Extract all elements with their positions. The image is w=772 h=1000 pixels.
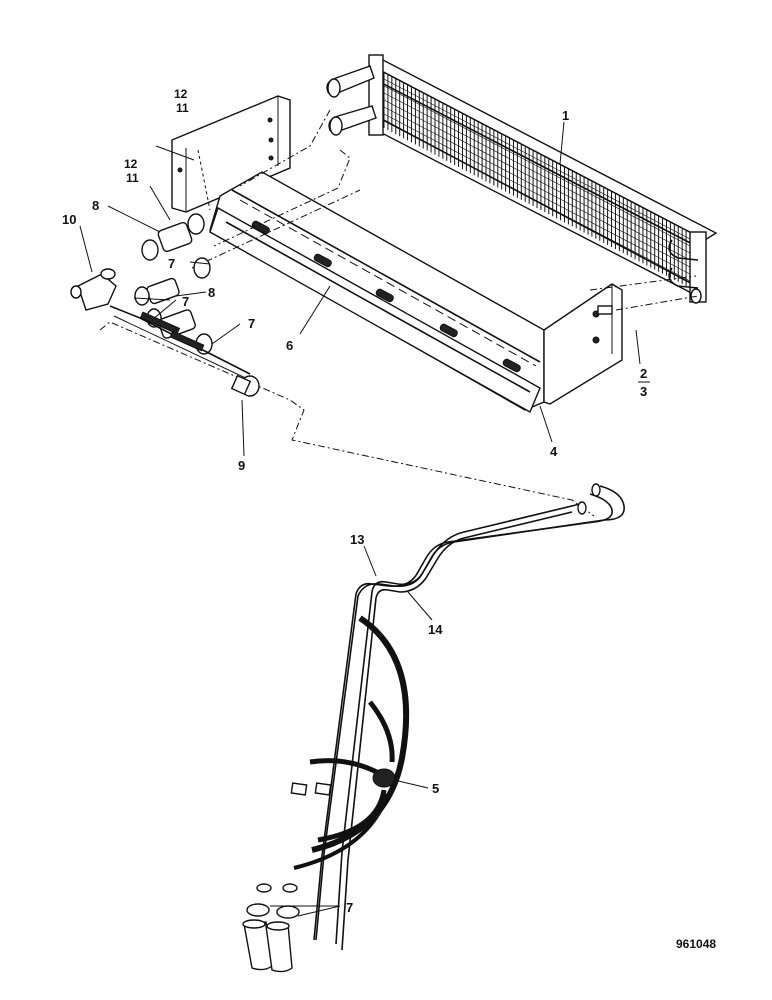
callout-12-lower: 12 [124, 157, 138, 171]
right-bracket [543, 283, 623, 405]
hose-fitting [372, 768, 396, 788]
hose-upper [157, 221, 193, 253]
callout-12-upper: 12 [174, 87, 188, 101]
callout-2: 2 [640, 366, 647, 381]
callout-1: 1 [562, 108, 569, 123]
hose-clip [246, 903, 270, 917]
left-bracket [171, 95, 291, 213]
centre-lines [99, 109, 699, 517]
elbow-fitting [77, 273, 117, 311]
callout-11-lower: 11 [126, 171, 139, 185]
hose-clip [187, 213, 205, 235]
bracket-bolt [597, 305, 613, 315]
callout-9: 9 [238, 458, 245, 473]
callout-4: 4 [550, 444, 558, 459]
cooler-fins [383, 72, 691, 288]
callout-3: 3 [640, 384, 647, 399]
cooler-core [326, 54, 718, 304]
callout-7-middle: 7 [182, 294, 189, 309]
leader-lines [79, 121, 641, 917]
callout-5: 5 [432, 781, 439, 796]
cooler-pipes [256, 483, 625, 951]
hose-lower [158, 309, 196, 339]
callout-11-upper: 11 [176, 101, 189, 115]
callout-7-bottom: 7 [346, 900, 353, 915]
cooler-end-tank-left [368, 54, 384, 136]
flexible-hoses [293, 615, 410, 870]
callout-7-right: 7 [248, 316, 255, 331]
pipe-cap [265, 923, 293, 973]
callout-7-upper: 7 [168, 256, 175, 271]
drawing-number: 961048 [676, 937, 716, 951]
callout-10: 10 [62, 212, 76, 227]
mounting-channel [209, 171, 623, 413]
hose-clip [134, 286, 150, 306]
callout-6: 6 [286, 338, 293, 353]
callouts: 1 2 3 4 5 6 7 7 7 7 8 8 9 10 12 11 12 11… [62, 87, 650, 915]
pipe-caps [242, 903, 300, 973]
callout-13: 13 [350, 532, 364, 547]
hose-clip [276, 905, 300, 919]
callout-8-upper: 8 [92, 198, 99, 213]
upper-fittings [70, 213, 260, 397]
callout-14: 14 [428, 622, 443, 637]
channel-slots [251, 220, 521, 373]
callout-8-lower: 8 [208, 285, 215, 300]
hose-clip [141, 239, 159, 261]
hose-clip [193, 257, 211, 279]
